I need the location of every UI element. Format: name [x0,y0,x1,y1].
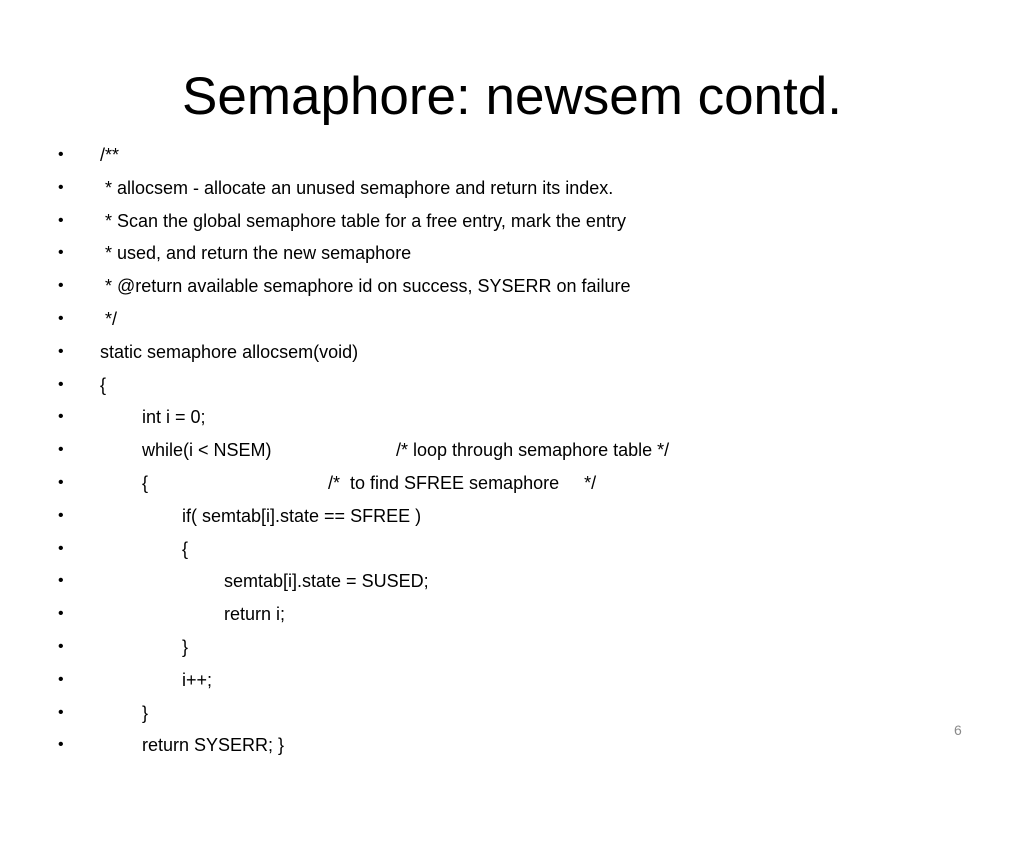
list-item: • } [0,697,1024,730]
list-item: • /** [0,139,1024,172]
code-line: int i = 0; [142,407,206,428]
bullet-icon: • [58,146,64,163]
bullet-icon: • [58,342,64,360]
list-item: • static semaphore allocsem(void) [0,336,1024,369]
list-item: • return i; [0,598,1024,631]
code-line: if( semtab[i].state == SFREE ) [182,505,422,526]
code-line: */ [100,308,118,329]
code-bullet-list: • /** • * allocsem - allocate an unused … [0,139,1024,762]
bullet-icon: • [58,473,64,491]
list-item: • { /* to find SFREE semaphore */ [0,467,1024,500]
list-item: • { [0,533,1024,566]
code-comment: /* to find SFREE semaphore */ [328,472,597,493]
code-line: * @return available semaphore id on succ… [100,276,631,297]
bullet-icon: • [58,670,64,688]
bullet-icon: • [58,506,64,524]
code-line: * used, and return the new semaphore [100,243,412,264]
page-number: 6 [954,722,962,738]
bullet-icon: • [58,539,64,557]
bullet-icon: • [58,572,64,590]
code-line: * Scan the global semaphore table for a … [100,210,626,231]
list-item: • } [0,631,1024,664]
code-line: static semaphore allocsem(void) [100,341,359,362]
bullet-icon: • [58,211,64,229]
list-item: • * allocsem - allocate an unused semaph… [0,172,1024,205]
list-item: • while(i < NSEM) /* loop through semaph… [0,434,1024,467]
bullet-icon: • [58,375,64,393]
code-line: } [142,702,149,723]
bullet-icon: • [58,605,64,623]
list-item: • semtab[i].state = SUSED; [0,565,1024,598]
code-line: } [182,636,189,657]
code-comment: /* loop through semaphore table */ [396,440,670,461]
list-item: • int i = 0; [0,401,1024,434]
code-line: * allocsem - allocate an unused semaphor… [100,177,614,198]
list-item: • * @return available semaphore id on su… [0,270,1024,303]
code-line: return SYSERR; } [142,735,285,756]
list-item: • i++; [0,664,1024,697]
code-line: return i; [224,604,286,625]
list-item: • * used, and return the new semaphore [0,237,1024,270]
code-line: { [100,374,107,395]
bullet-icon: • [58,441,64,459]
list-item: • { [0,369,1024,402]
list-item: • * Scan the global semaphore table for … [0,205,1024,238]
code-line: /** [100,145,120,165]
list-item: • if( semtab[i].state == SFREE ) [0,500,1024,533]
code-line: { [182,538,189,559]
code-line: { [142,472,149,493]
code-line: semtab[i].state = SUSED; [224,571,429,592]
bullet-icon: • [58,244,64,262]
bullet-icon: • [58,736,64,754]
slide-title: Semaphore: newsem contd. [182,67,842,126]
list-item: • return SYSERR; } [0,729,1024,762]
code-line: i++; [182,669,213,690]
bullet-icon: • [58,703,64,721]
bullet-icon: • [58,309,64,327]
code-line: while(i < NSEM) [142,440,272,461]
bullet-icon: • [58,408,64,426]
bullet-icon: • [58,178,64,196]
bullet-icon: • [58,637,64,655]
bullet-icon: • [58,277,64,295]
list-item: • */ [0,303,1024,336]
